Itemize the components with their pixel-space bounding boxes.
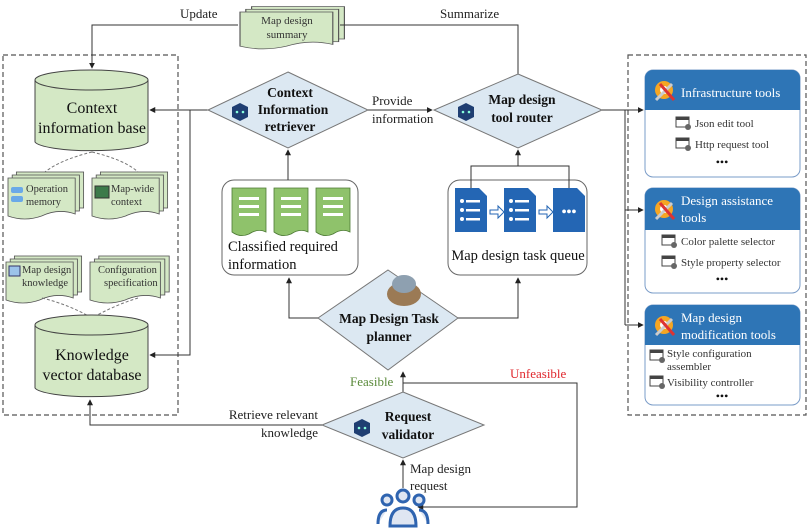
- vector-db-line2: vector database: [42, 367, 141, 384]
- retrieve-label-1: Retrieve relevant: [229, 407, 319, 422]
- tools-icon: [653, 198, 676, 221]
- update-arrow: [89, 24, 238, 69]
- configuration-spec-line1: Configuration: [98, 265, 158, 276]
- tool-group-design-assistance: Design assistance tools Color palette se…: [644, 187, 801, 294]
- tool-item: Color palette selector: [681, 236, 775, 248]
- tools-group-box: [627, 54, 807, 416]
- tool-group-title: modification tools: [681, 327, 776, 342]
- operation-memory-line2: memory: [26, 197, 62, 208]
- retriever-line1: Context: [267, 85, 313, 100]
- context-information-base: Context information base: [34, 69, 149, 152]
- tool-item: Http request tool: [695, 139, 769, 151]
- more-items: •••: [716, 389, 729, 403]
- provide-label-2: information: [372, 111, 434, 126]
- tool-item: Style configuration: [667, 348, 752, 360]
- vector-db-line1: Knowledge: [55, 347, 129, 364]
- configuration-spec-line2: specification: [104, 278, 158, 289]
- tool-group-title: tools: [681, 210, 706, 225]
- provide-label-1: Provide: [372, 93, 413, 108]
- map-wide-context-line2: context: [111, 197, 142, 208]
- tools-icon: [653, 79, 676, 102]
- request-label-2: request: [410, 478, 448, 493]
- classified-required-information: Classified required information: [221, 179, 359, 276]
- unfeasible-label: Unfeasible: [510, 366, 567, 381]
- retrieve-label-2: knowledge: [261, 425, 318, 440]
- knowledge-group-box: [2, 54, 179, 416]
- unfeasible-arrow: [403, 382, 578, 510]
- context-base-line1: Context: [67, 100, 118, 117]
- planner-avatar-icon: [387, 275, 421, 306]
- operation-memory-line1: Operation: [26, 184, 69, 195]
- retriever-to-vector-db-arrow: [149, 110, 191, 358]
- map-design-task-planner: Map Design Task planner: [317, 269, 459, 371]
- svg-text:•••: •••: [562, 205, 577, 220]
- tool-item: Visibility controller: [667, 377, 754, 389]
- request-label-1: Map design: [410, 461, 472, 476]
- retriever-line2: Information: [258, 102, 329, 117]
- summary-line1: Map design: [261, 15, 313, 27]
- tool-group-title: Infrastructure tools: [681, 85, 780, 100]
- more-items: •••: [716, 155, 729, 169]
- task-queue-label: Map design task queue: [451, 248, 584, 264]
- tool-item: Json edit tool: [695, 118, 754, 130]
- operation-memory-doc: [7, 171, 85, 220]
- planner-line1: Map Design Task: [339, 311, 439, 326]
- tool-item: assembler: [667, 361, 711, 373]
- map-design-knowledge-line2: knowledge: [22, 278, 68, 289]
- planner-line2: planner: [366, 329, 411, 344]
- knowledge-vector-database: Knowledge vector database: [34, 314, 149, 398]
- map-design-knowledge-line1: Map design: [22, 265, 72, 276]
- validator-line2: validator: [382, 427, 435, 442]
- map-wide-context-line1: Map-wide: [111, 184, 154, 195]
- map-design-tool-router: Map design tool router: [432, 73, 604, 149]
- context-base-line2: information base: [38, 120, 146, 137]
- update-label: Update: [180, 6, 218, 21]
- tool-group-map-design-modification: Map design modification tools Style conf…: [644, 304, 801, 406]
- classified-line1: Classified required: [228, 239, 339, 255]
- map-design-summary-doc: [239, 6, 345, 50]
- feasible-label: Feasible: [350, 374, 394, 389]
- tool-group-title: Design assistance: [681, 193, 773, 208]
- context-information-retriever: Context Information retriever: [206, 71, 370, 149]
- summarize-line: [340, 24, 519, 74]
- retriever-line3: retriever: [265, 119, 316, 134]
- classified-line2: information: [228, 257, 297, 273]
- tool-group-infrastructure: Infrastructure tools Json edit tool Http…: [644, 69, 801, 178]
- router-line2: tool router: [491, 110, 553, 125]
- tool-item: Style property selector: [681, 257, 781, 269]
- tool-group-title: Map design: [681, 310, 743, 325]
- request-validator: Request validator: [320, 391, 486, 459]
- tools-icon: [653, 314, 676, 337]
- validator-line1: Request: [385, 409, 432, 424]
- users-icon: [376, 488, 430, 528]
- summary-line2: summary: [267, 29, 308, 41]
- map-design-task-queue: ••• Map design task queue: [447, 179, 588, 276]
- router-line1: Map design: [488, 92, 556, 107]
- more-items: •••: [716, 272, 729, 286]
- summarize-label: Summarize: [440, 6, 499, 21]
- retrieve-knowledge-arrow: [87, 399, 322, 426]
